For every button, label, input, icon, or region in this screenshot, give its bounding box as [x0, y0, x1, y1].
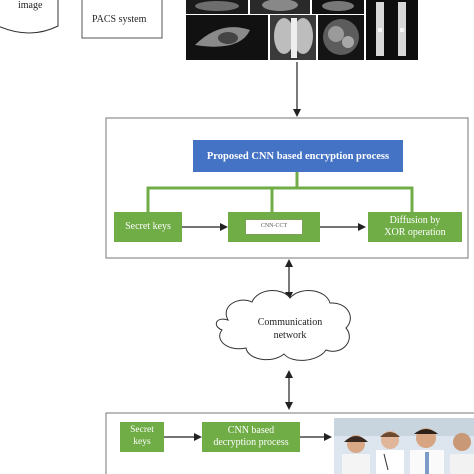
encryption-title-box: Proposed CNN based encryption process — [193, 140, 403, 172]
cnn-decryption-box: CNN based decryption process — [202, 422, 300, 452]
pacs-system-label: PACS system — [92, 14, 147, 25]
database-cylinder — [0, 0, 59, 34]
diffusion-xor-box: Diffusion by XOR operation — [368, 212, 462, 242]
cloud-shape — [215, 290, 351, 361]
image-database-label: image — [18, 0, 43, 11]
cnn-cct-box: CNN-CCT — [228, 212, 320, 242]
doctors-photo — [334, 418, 474, 474]
communication-network-label: Communication network — [257, 317, 323, 341]
medical-images-strip — [186, 0, 418, 60]
pacs-frame — [81, 0, 163, 39]
secret-keys-box: Secret keys — [114, 212, 182, 242]
cnn-cct-label: CNN-CCT — [245, 219, 303, 235]
decryption-secret-keys-box: Secret keys — [120, 422, 164, 452]
